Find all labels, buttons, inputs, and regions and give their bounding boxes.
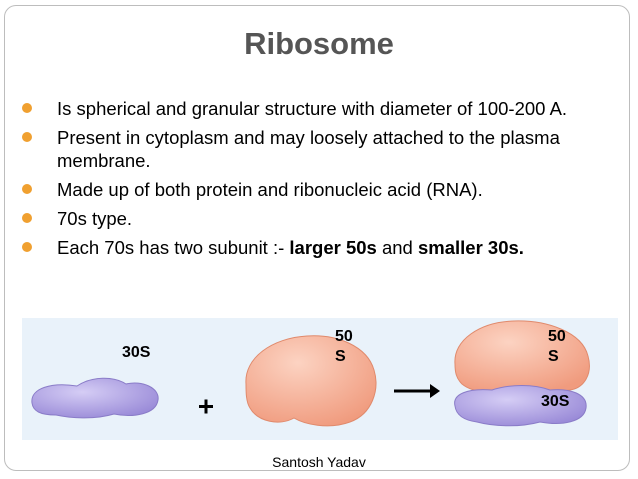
bullet-text-bold-large: larger 50s bbox=[289, 237, 377, 258]
bullet-text: 70s type. bbox=[57, 208, 133, 229]
bullet-item: Is spherical and granular structure with… bbox=[22, 97, 612, 120]
assembled-large-label-bottom: S bbox=[548, 348, 559, 365]
assembled-large-label-top: 50 bbox=[548, 328, 566, 345]
bullet-item: Made up of both protein and ribonucleic … bbox=[22, 178, 612, 201]
ribosome-diagram-svg bbox=[22, 318, 618, 440]
arrow-right-icon bbox=[394, 384, 440, 398]
bullet-text-bold-small: smaller 30s. bbox=[418, 237, 524, 258]
bullet-item: Present in cytoplasm and may loosely att… bbox=[22, 126, 612, 172]
bullet-text-mid: and bbox=[376, 237, 418, 258]
bullet-dot-icon bbox=[22, 132, 32, 142]
small-subunit-shape bbox=[31, 377, 159, 419]
bullet-item: 70s type. bbox=[22, 207, 612, 230]
footer-author: Santosh Yadav bbox=[272, 454, 366, 470]
small-subunit-label: 30S bbox=[122, 344, 151, 361]
large-subunit-shape bbox=[245, 335, 377, 427]
bullet-item: Each 70s has two subunit :- larger 50s a… bbox=[22, 236, 612, 259]
bullet-text: Present in cytoplasm and may loosely att… bbox=[57, 127, 560, 171]
bullet-text: Is spherical and granular structure with… bbox=[57, 98, 568, 119]
slide-title: Ribosome bbox=[244, 26, 394, 61]
assembled-small-subunit-shape bbox=[454, 385, 587, 427]
bullet-dot-icon bbox=[22, 184, 32, 194]
bullet-dot-icon bbox=[22, 242, 32, 252]
bullet-dot-icon bbox=[22, 103, 32, 113]
assembled-small-label: 30S bbox=[541, 393, 570, 410]
bullet-dot-icon bbox=[22, 213, 32, 223]
assembled-large-subunit-shape bbox=[454, 320, 590, 393]
bullet-text: Made up of both protein and ribonucleic … bbox=[57, 179, 483, 200]
plus-icon bbox=[199, 399, 213, 414]
bullet-text-pre: Each 70s has two subunit :- bbox=[57, 237, 290, 258]
large-subunit-label-bottom: S bbox=[335, 348, 346, 365]
ribosome-diagram: 30S 50 S 50 S 30S bbox=[22, 318, 618, 440]
bullet-list: Is spherical and granular structure with… bbox=[22, 97, 612, 265]
large-subunit-label-top: 50 bbox=[335, 328, 353, 345]
